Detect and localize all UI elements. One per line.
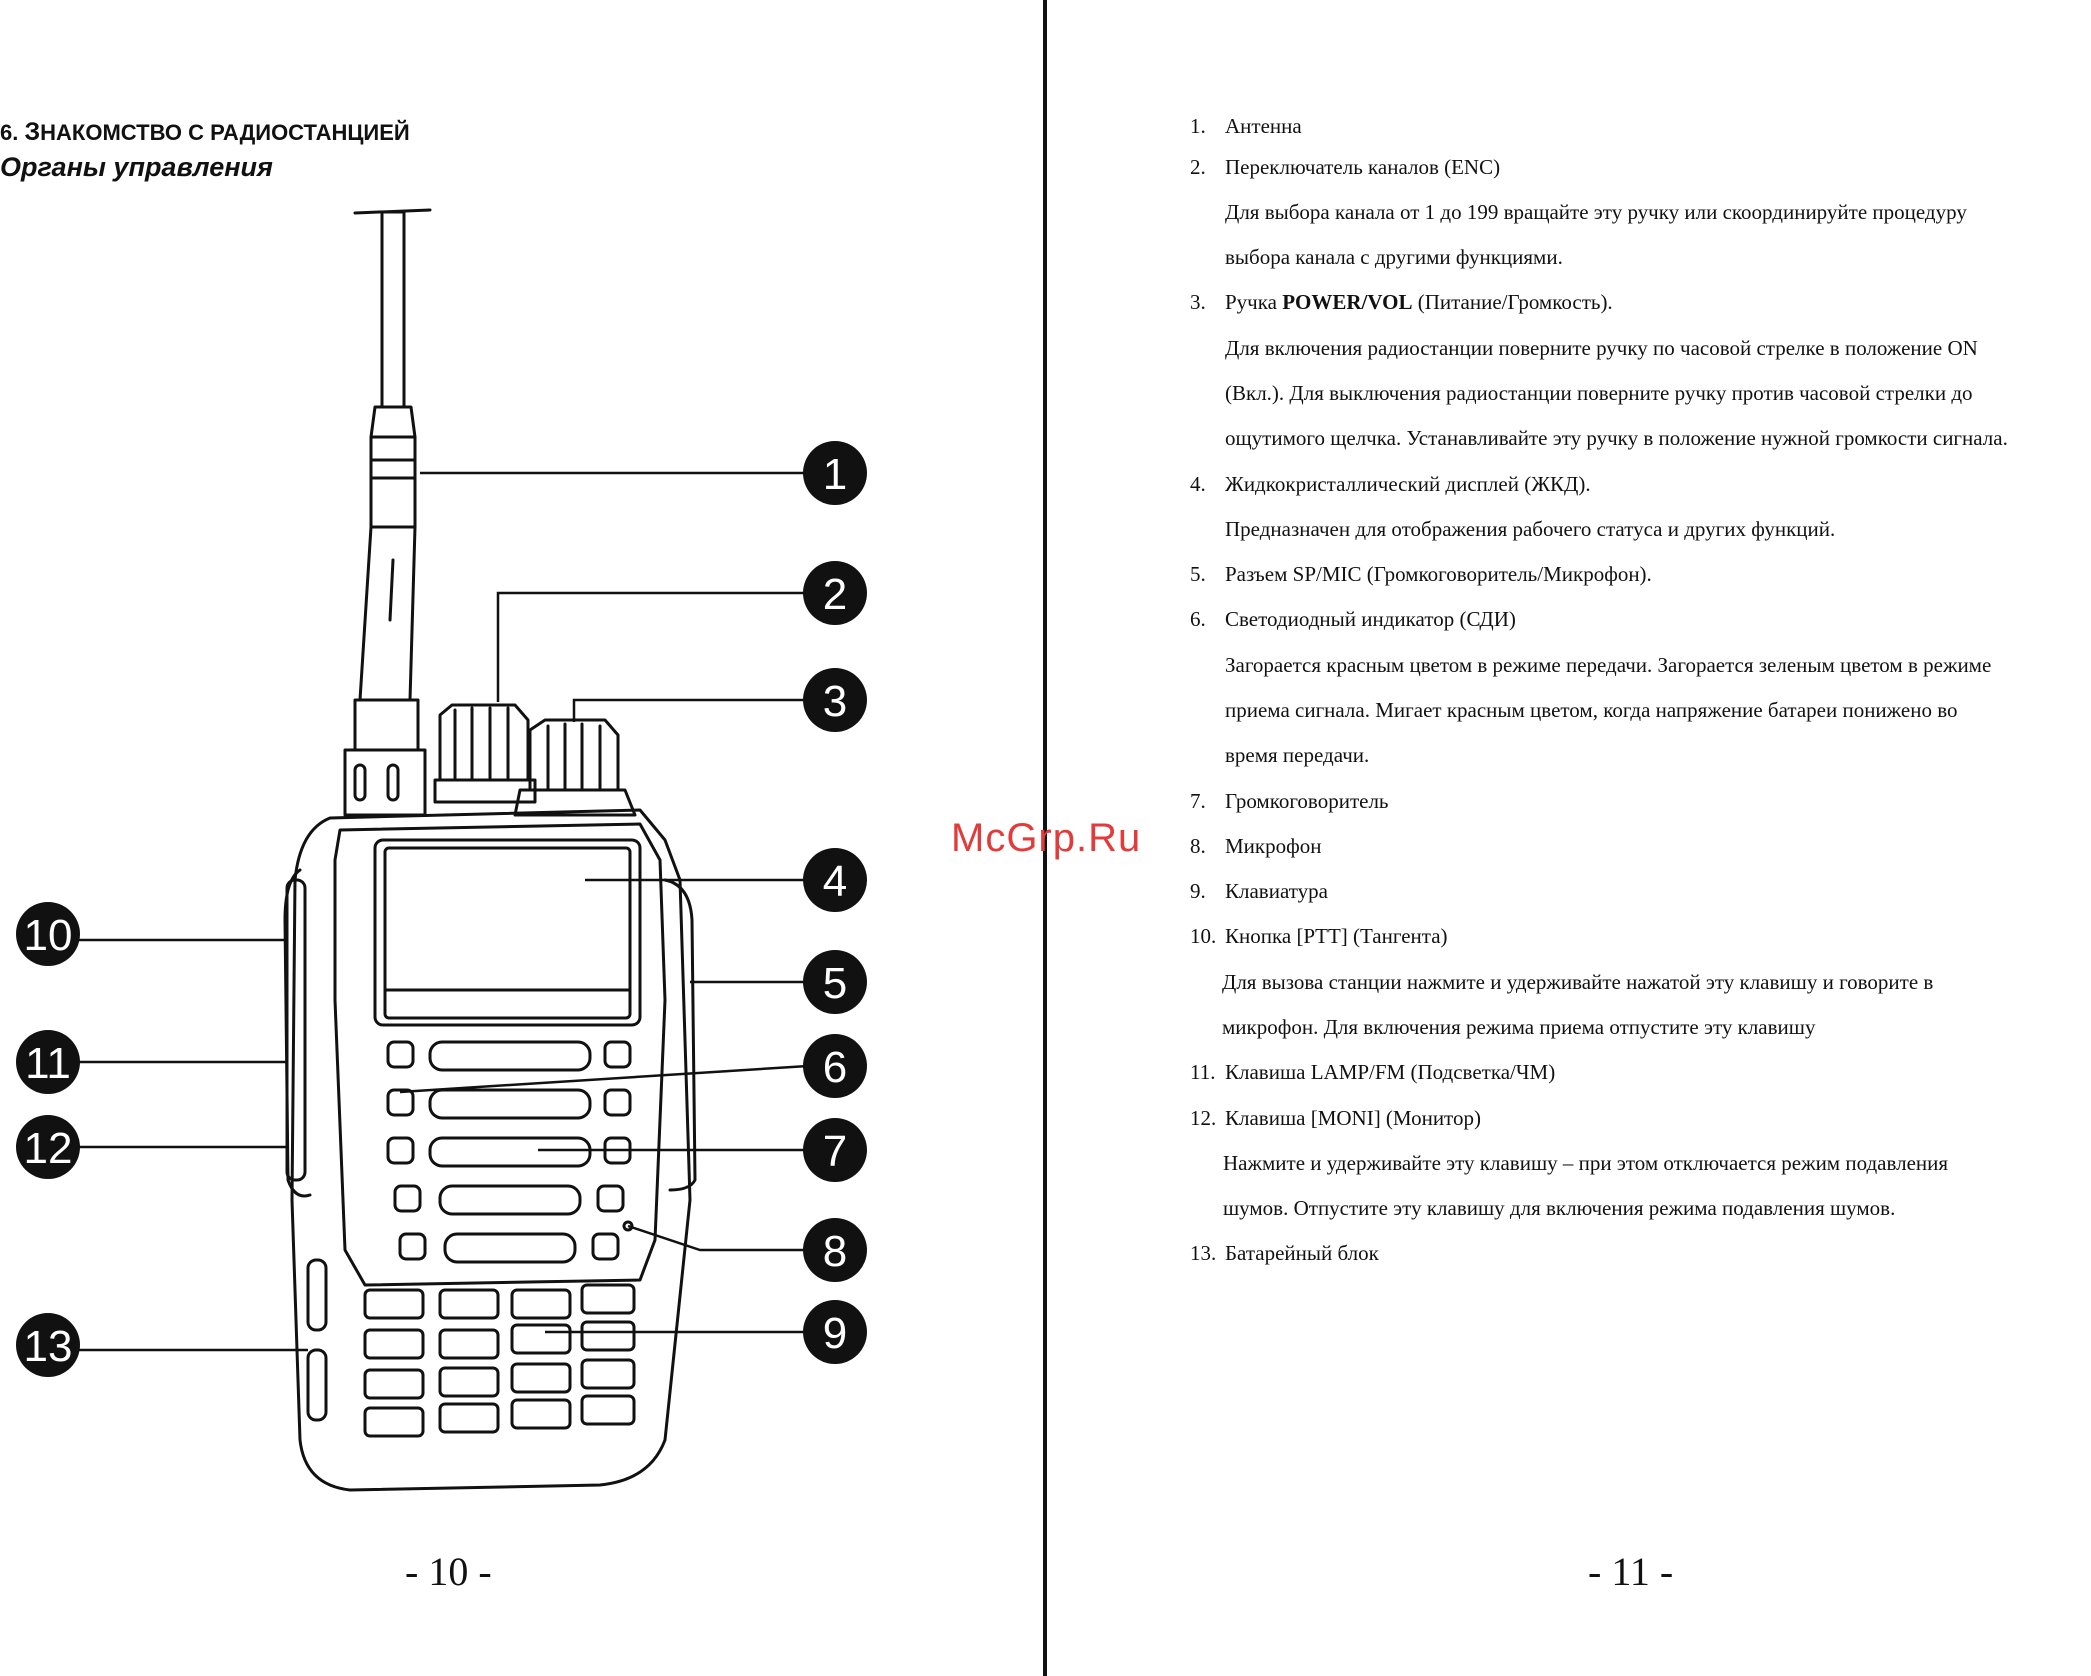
page-divider xyxy=(1043,0,1047,1676)
watermark: McGrp.Ru xyxy=(951,816,1142,860)
item-description: Нажмите и удерживайте эту клавишу – при … xyxy=(1223,1151,1949,1175)
list-item: 5.Разъем SP/MIC (Громкоговоритель/Микроф… xyxy=(1190,562,1652,586)
item-description: Загорается красным цветом в режиме перед… xyxy=(1225,653,1992,677)
callout-10: 10 xyxy=(16,902,80,966)
callout-2: 2 xyxy=(803,561,867,625)
list-item: 11.Клавиша LAMP/FM (Подсветка/ЧМ) xyxy=(1190,1060,1556,1084)
radio-diagram: 1 2 3 4 5 6 7 8 9 10 11 12 13 xyxy=(16,208,867,1492)
item-description: выбора канала с другими функциями. xyxy=(1225,245,1563,269)
keypad-drawing xyxy=(363,1283,636,1438)
item-description: (Вкл.). Для выключения радиостанции пове… xyxy=(1225,381,1973,405)
list-item: 1.Антенна xyxy=(1190,114,1302,138)
page-number-left: - 10 - xyxy=(405,1549,492,1594)
list-item: 12.Клавиша [MONI] (Монитор) xyxy=(1190,1106,1481,1130)
list-item: 13.Батарейный блок xyxy=(1190,1241,1379,1265)
item-description: время передачи. xyxy=(1225,743,1370,767)
item-description: Для вызова станции нажмите и удерживайте… xyxy=(1222,970,1934,994)
section-title-initial: З xyxy=(24,118,41,146)
speaker-drawing xyxy=(428,1040,592,1264)
callout-label: 10 xyxy=(24,911,73,960)
side-buttons-drawing xyxy=(386,1040,632,1261)
list-item: 10.Кнопка [PTT] (Тангента) xyxy=(1190,924,1448,948)
callout-label: 8 xyxy=(823,1227,847,1276)
list-item: 9.Клавиатура xyxy=(1190,879,1328,903)
callout-label: 5 xyxy=(823,959,847,1008)
callout-5: 5 xyxy=(803,950,867,1014)
callout-1: 1 xyxy=(803,441,867,505)
callout-label: 1 xyxy=(823,450,847,499)
item-description: Для выбора канала от 1 до 199 вращайте э… xyxy=(1225,200,1967,224)
list-item: 8.Микрофон xyxy=(1190,834,1322,858)
volume-knob-drawing xyxy=(513,718,637,817)
callout-13: 13 xyxy=(16,1313,80,1377)
radio-body-drawing xyxy=(290,808,692,1492)
callout-label: 3 xyxy=(823,677,847,726)
item-description: ощутимого щелчка. Устанавливайте эту руч… xyxy=(1225,426,2008,450)
antenna-drawing xyxy=(343,208,432,817)
list-item: 7.Громкоговоритель xyxy=(1190,789,1389,813)
list-item: 2.Переключатель каналов (ENC) xyxy=(1190,155,1501,179)
callout-12: 12 xyxy=(16,1115,80,1179)
display-drawing xyxy=(373,838,642,1027)
callout-11: 11 xyxy=(16,1030,80,1094)
list-item: 6.Светодиодный индикатор (СДИ) xyxy=(1190,607,1516,631)
left-page: 6. ЗНАКОМСТВО С РАДИОСТАНЦИЕЙ Органы упр… xyxy=(0,0,1043,1676)
callout-label: 12 xyxy=(24,1124,73,1173)
item-description: Для включения радиостанции поверните руч… xyxy=(1225,336,1978,360)
subsection-title: Органы управления xyxy=(0,152,273,182)
item-description: микрофон. Для включения режима приема от… xyxy=(1222,1015,1816,1039)
callout-label: 2 xyxy=(823,570,847,619)
callout-label: 11 xyxy=(25,1039,71,1088)
callout-7: 7 xyxy=(803,1118,867,1182)
callout-label: 9 xyxy=(823,1309,847,1358)
section-heading: 6. ЗНАКОМСТВО С РАДИОСТАНЦИЕЙ xyxy=(0,118,410,147)
callout-label: 13 xyxy=(24,1322,73,1371)
callout-6: 6 xyxy=(803,1034,867,1098)
callout-3: 3 xyxy=(803,668,867,732)
item-description: шумов. Отпустите эту клавишу для включен… xyxy=(1223,1196,1896,1220)
callout-label: 6 xyxy=(823,1043,847,1092)
callout-8: 8 xyxy=(803,1218,867,1282)
item-description: Предназначен для отображения рабочего ст… xyxy=(1225,517,1836,541)
item-description: приема сигнала. Мигает красным цветом, к… xyxy=(1225,698,1958,722)
list-item: 4.Жидкокристаллический дисплей (ЖКД). xyxy=(1190,472,1591,496)
channel-knob-drawing xyxy=(433,703,537,804)
list-item: 3.Ручка POWER/VOL (Питание/Громкость). xyxy=(1190,290,1613,314)
callout-label: 4 xyxy=(823,857,847,906)
callout-4: 4 xyxy=(803,848,867,912)
callout-label: 7 xyxy=(823,1127,847,1176)
page-number-right: - 11 - xyxy=(1588,1549,1674,1594)
callout-9: 9 xyxy=(803,1300,867,1364)
section-title: НАКОМСТВО С РАДИОСТАНЦИЕЙ xyxy=(40,120,410,145)
section-number: 6. xyxy=(0,120,19,145)
